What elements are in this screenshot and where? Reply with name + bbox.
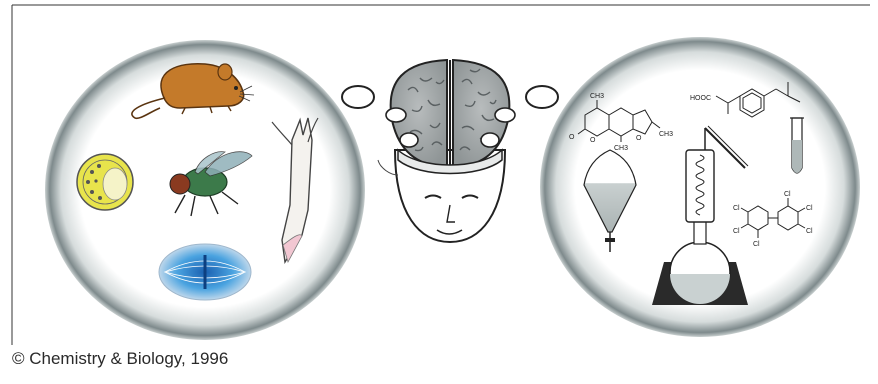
ch3-label-right: CH3 [659, 131, 673, 138]
test-tube-image [790, 118, 804, 173]
cl-label-1: Cl [733, 205, 740, 212]
hooc-label: HOOC [690, 95, 711, 102]
right-connector-oval [526, 86, 558, 108]
biology-circle [45, 40, 365, 340]
cl-label-6: Cl [806, 228, 813, 235]
chemistry-circle: CH3 O O O CH3 CH3 HOOC [540, 37, 860, 337]
plant-cell-image [77, 154, 133, 210]
oxygen-label-3: O [636, 135, 642, 142]
cl-label-3: Cl [753, 241, 760, 248]
ch3-label-mid: CH3 [614, 145, 628, 152]
cl-label-2: Cl [733, 228, 740, 235]
mitotic-spindle-image [159, 244, 251, 300]
cl-label-5: Cl [806, 205, 813, 212]
oxygen-label-1: O [569, 134, 575, 141]
oxygen-label-2: O [590, 137, 596, 144]
left-connector-oval [342, 86, 374, 108]
head-brain-figure [378, 60, 515, 242]
cl-label-4: Cl [784, 191, 791, 198]
copyright-caption: © Chemistry & Biology, 1996 [12, 349, 228, 369]
ch3-label-top: CH3 [590, 93, 604, 100]
